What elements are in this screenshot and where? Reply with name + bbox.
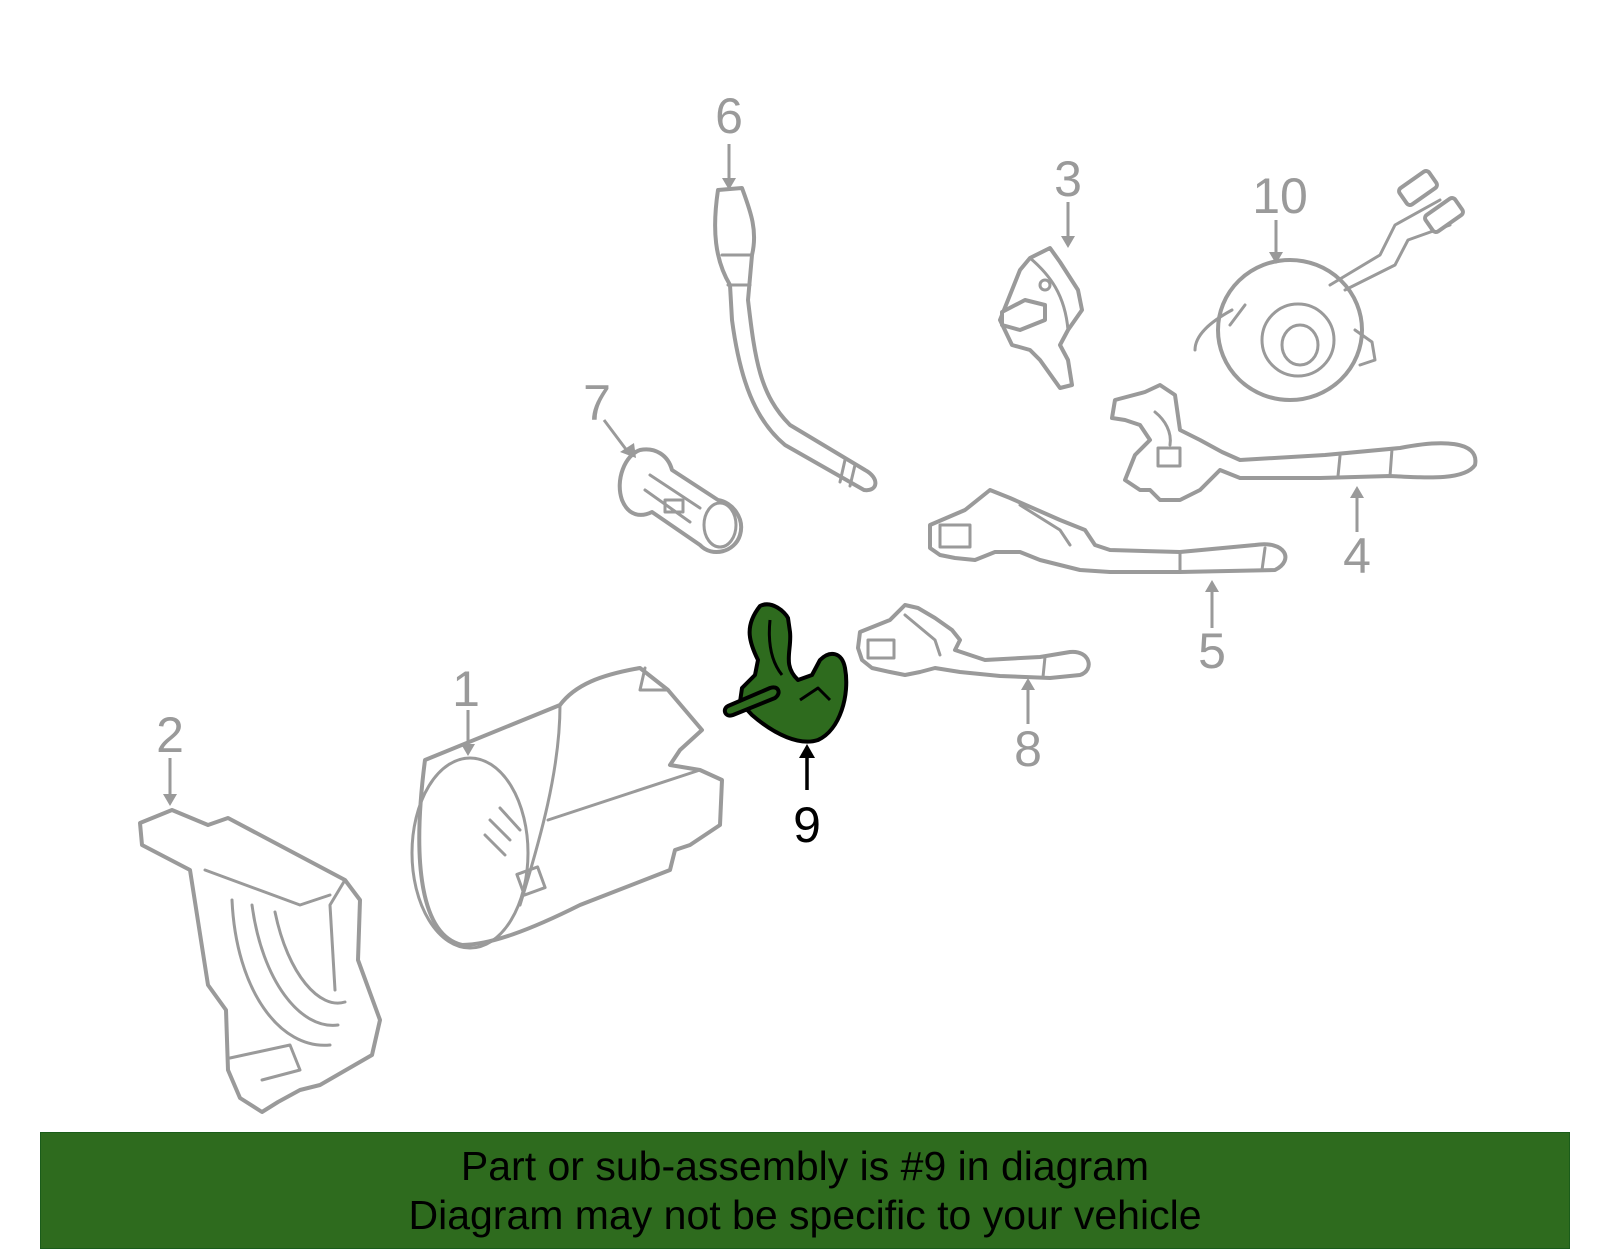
callout-5: 5 [1198, 623, 1226, 679]
callout-6: 6 [715, 88, 743, 144]
part-9-highlighted [722, 602, 849, 744]
callout-10: 10 [1252, 168, 1308, 224]
part-4-lever [1110, 383, 1478, 502]
callout-1: 1 [452, 661, 480, 717]
banner-line-2: Diagram may not be specific to your vehi… [408, 1191, 1202, 1238]
info-banner: Part or sub-assembly is #9 in diagram Di… [40, 1132, 1570, 1249]
callout-8: 8 [1014, 721, 1042, 777]
part-1-upper-shroud [410, 666, 724, 950]
callout-3: 3 [1054, 151, 1082, 207]
part-6-lever [713, 186, 878, 493]
banner-line-1: Part or sub-assembly is #9 in diagram [460, 1142, 1150, 1189]
callout-2: 2 [156, 707, 184, 763]
part-5-lever [928, 488, 1288, 574]
callout-7: 7 [583, 375, 611, 431]
part-10-clockspring [1193, 169, 1465, 402]
part-8-lever [856, 603, 1091, 680]
callout-9-highlighted: 9 [793, 797, 821, 853]
part-7-bulb [617, 447, 744, 555]
callout-labels: 6 3 10 7 4 5 8 1 2 9 [156, 88, 1371, 853]
part-3-switch [998, 246, 1084, 390]
leader-lines [163, 144, 1364, 806]
callout-4: 4 [1343, 528, 1371, 584]
part-2-lower-cover [138, 808, 382, 1114]
